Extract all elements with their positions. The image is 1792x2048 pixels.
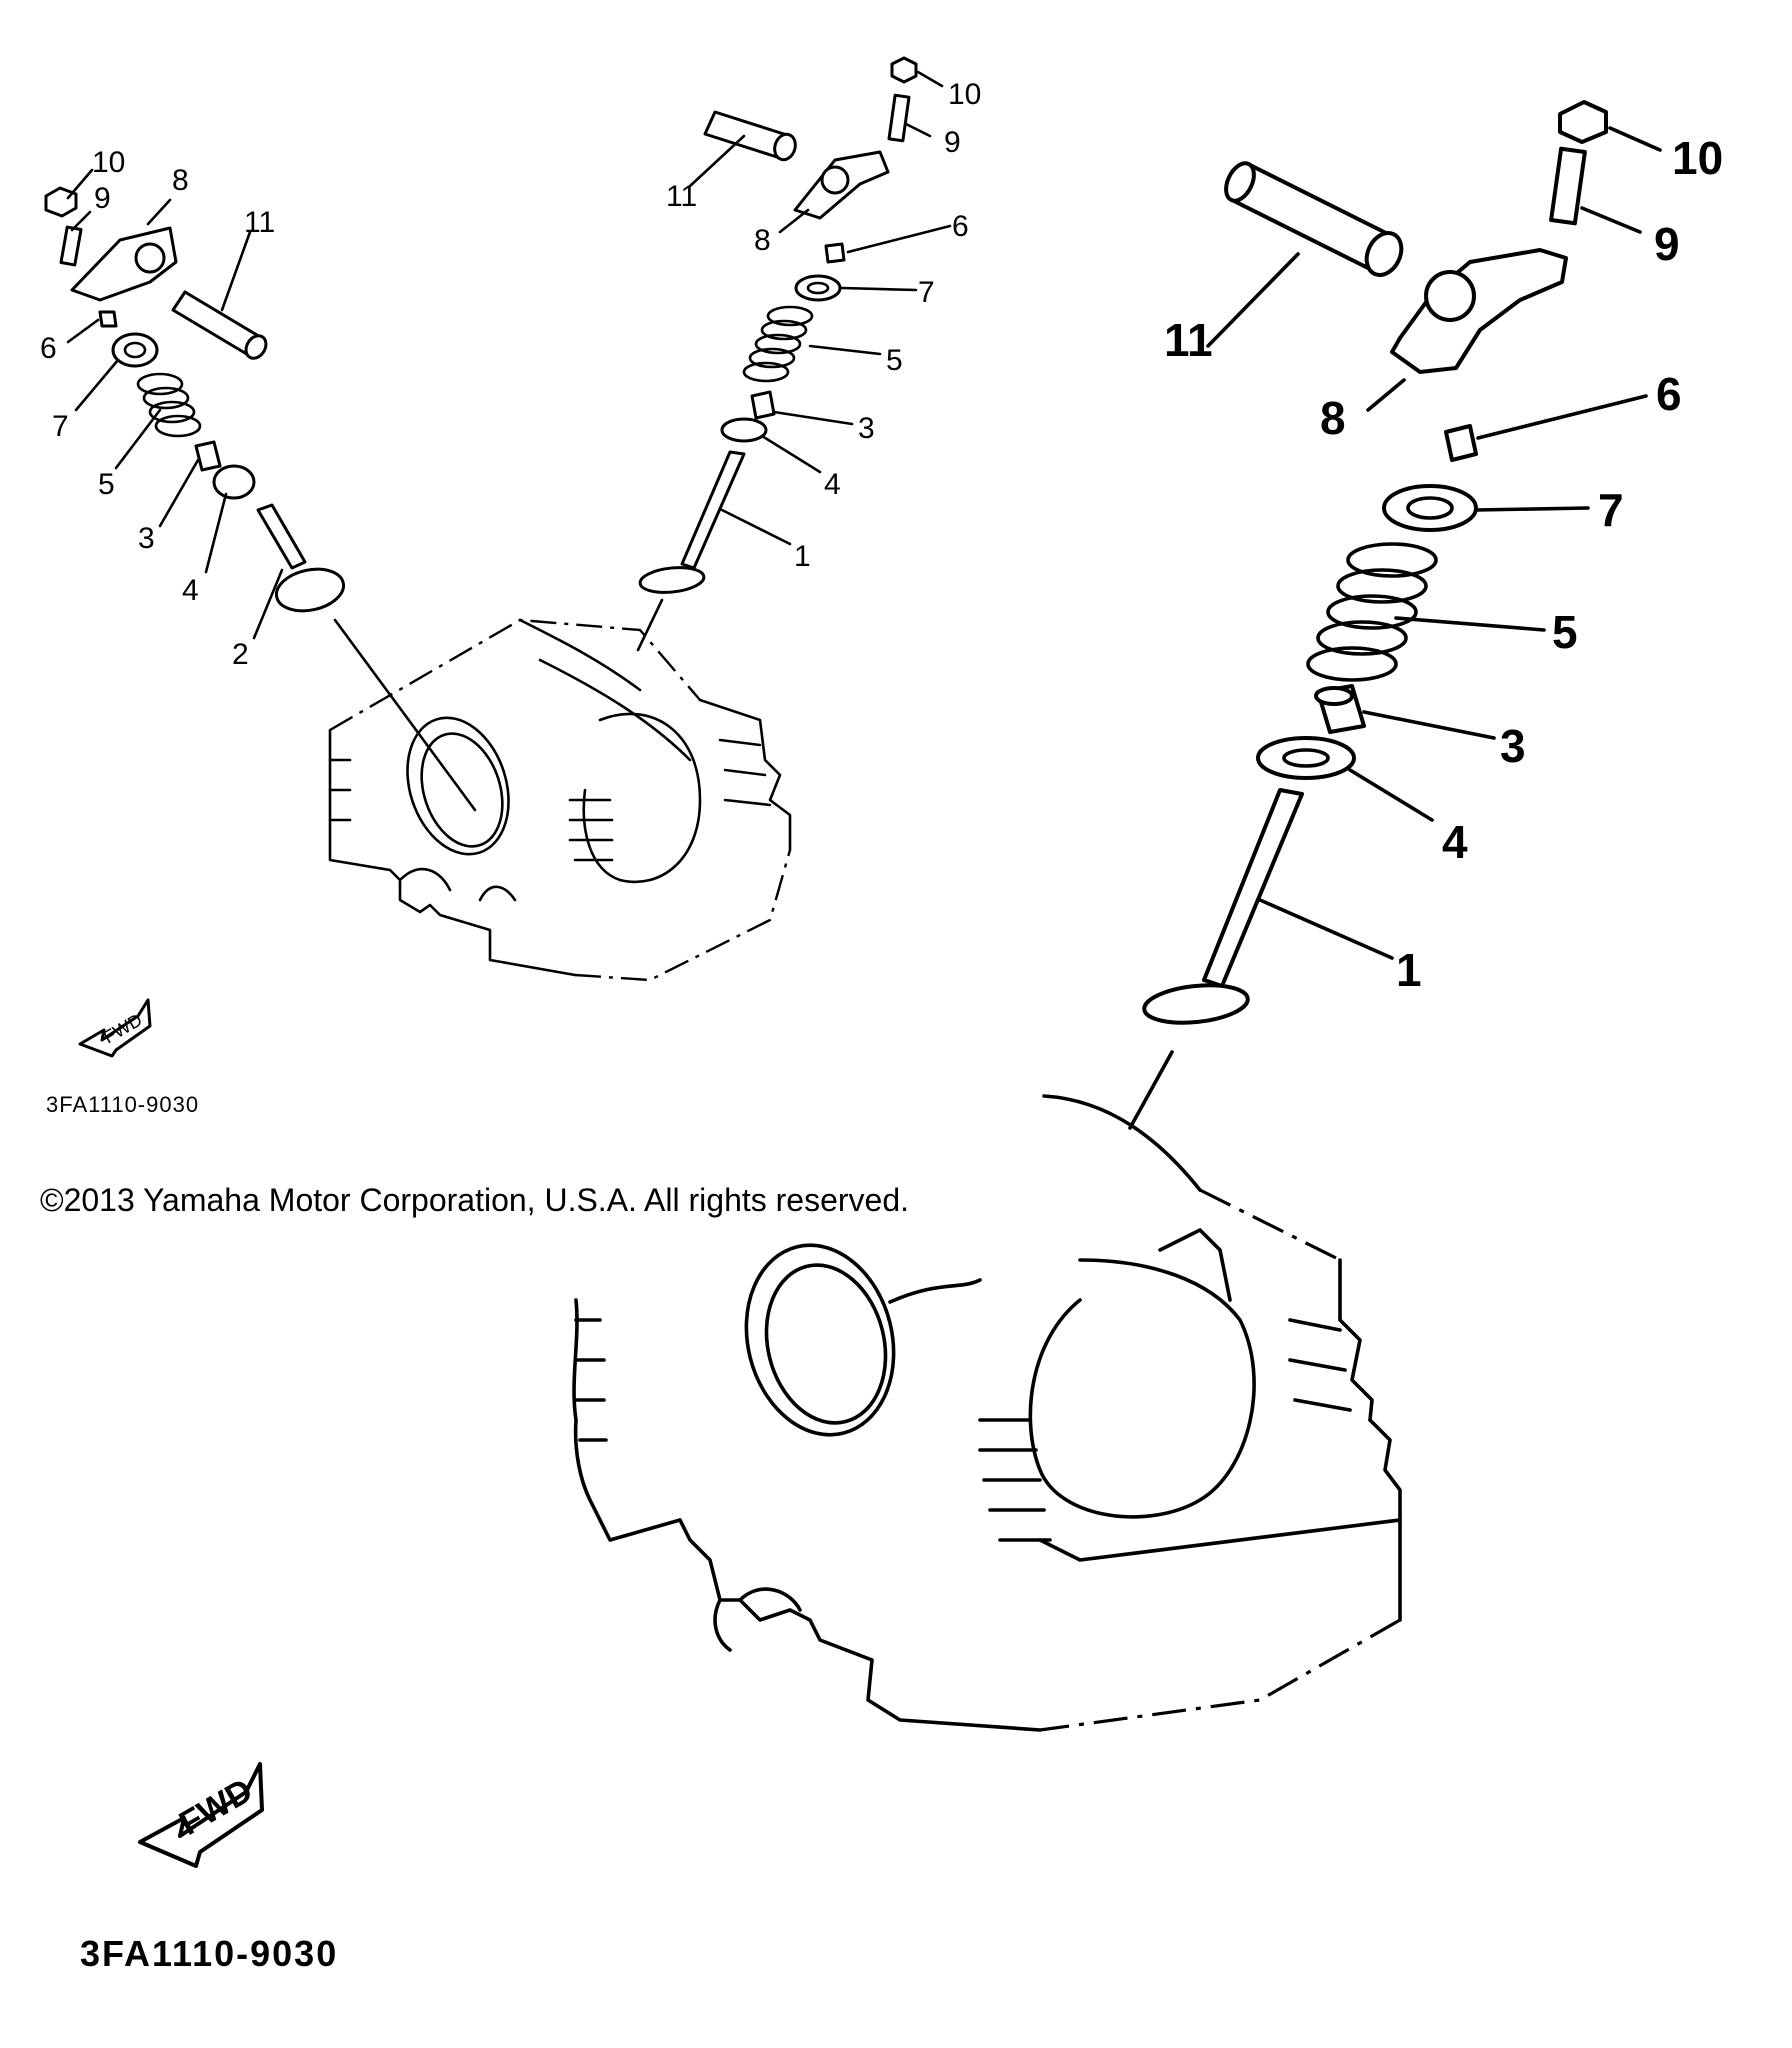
- small-callout-4-right: 4: [824, 468, 841, 501]
- small-left-spring: [136, 372, 202, 438]
- large-callout-6: 6: [1656, 368, 1682, 420]
- small-callout-1: 1: [794, 540, 811, 573]
- large-callout-1: 1: [1396, 944, 1422, 996]
- small-callout-11-left: 11: [244, 206, 275, 239]
- small-left-spring-seat: [212, 464, 256, 500]
- large-callout-leaders: [1206, 126, 1662, 960]
- small-callout-3-left: 3: [138, 522, 155, 555]
- large-callout-5: 5: [1552, 606, 1578, 658]
- small-callout-6-left: 6: [40, 332, 57, 365]
- small-callout-5-left: 5: [98, 468, 115, 501]
- small-exhaust-valve: [680, 450, 746, 570]
- small-left-stem-seal: [194, 440, 222, 472]
- small-right-stem-seal: [750, 390, 776, 420]
- large-rocker-arm: [1390, 248, 1568, 374]
- large-exhaust-valve-leader: [1128, 1050, 1174, 1130]
- small-callout-8-right: 8: [754, 224, 771, 257]
- small-intake-valve-leader: [333, 618, 477, 812]
- large-view: FWD 10 9 11 8 6 7 5 3 4 1 3FA1110-9030: [80, 100, 1723, 1974]
- large-fwd-arrow: FWD: [138, 1762, 264, 1868]
- large-stack: [1142, 100, 1608, 1025]
- small-callout-7-right: 7: [918, 276, 935, 309]
- small-left-stack: [44, 186, 346, 613]
- large-exhaust-valve: [1202, 788, 1304, 988]
- large-part-code: 3FA1110-9030: [80, 1933, 338, 1974]
- small-callouts: 10 9 8 11 6 7 5 3 4 2 10 9 11 8 6 7 5 3 …: [40, 78, 981, 671]
- small-part-code: 3FA1110-9030: [46, 1092, 199, 1117]
- large-retainer: [1382, 484, 1478, 532]
- small-view: FWD 10 9 8 11 6 7 5 3 4 2 10 9 11 8 6 7 …: [40, 56, 981, 1117]
- copyright-notice: ©2013 Yamaha Motor Corporation, U.S.A. A…: [40, 1182, 910, 1218]
- small-callout-4-left: 4: [182, 574, 199, 607]
- small-right-nut: [890, 56, 918, 84]
- large-nut: [1558, 100, 1608, 144]
- large-collet: [1444, 424, 1478, 462]
- small-left-collet: [98, 310, 118, 328]
- small-left-adjuster: [59, 225, 83, 267]
- large-callout-9: 9: [1654, 218, 1680, 270]
- large-cylinder-head: [572, 1094, 1402, 1732]
- small-exhaust-valve-leader: [636, 598, 664, 652]
- small-callout-5-right: 5: [886, 344, 903, 377]
- small-callout-11-right: 11: [666, 180, 697, 213]
- large-callout-3: 3: [1500, 720, 1526, 772]
- large-callout-8: 8: [1320, 392, 1346, 444]
- small-callout-9-right: 9: [944, 126, 961, 159]
- small-intake-valve: [256, 503, 307, 570]
- large-callout-4: 4: [1442, 816, 1468, 868]
- small-fwd-arrow: FWD: [78, 998, 152, 1058]
- small-right-spring-seat: [720, 417, 768, 443]
- large-spring-seat: [1256, 736, 1356, 780]
- small-right-collet: [824, 242, 846, 264]
- large-callout-10: 10: [1672, 132, 1723, 184]
- small-callout-7-left: 7: [52, 410, 69, 443]
- large-callouts: 10 9 11 8 6 7 5 3 4 1: [1164, 132, 1723, 996]
- large-callout-7: 7: [1598, 484, 1624, 536]
- small-right-spring: [742, 305, 814, 383]
- small-right-stack: [638, 56, 918, 594]
- small-right-retainer: [794, 274, 842, 302]
- small-callout-10-right: 10: [948, 78, 981, 111]
- large-spring: [1306, 542, 1438, 682]
- small-callout-6-right: 6: [952, 210, 969, 243]
- large-adjuster: [1549, 146, 1587, 226]
- small-callout-2: 2: [232, 638, 249, 671]
- large-callout-11: 11: [1164, 314, 1213, 366]
- small-left-nut: [44, 186, 78, 218]
- small-cylinder-head: [328, 618, 792, 982]
- small-right-adjuster: [887, 93, 911, 143]
- small-callout-10-left: 10: [92, 146, 125, 179]
- small-left-retainer: [111, 332, 159, 368]
- small-callout-9-left: 9: [94, 182, 111, 215]
- small-callout-8-left: 8: [172, 164, 189, 197]
- small-callout-leaders: [66, 70, 952, 640]
- small-callout-3-right: 3: [858, 412, 875, 445]
